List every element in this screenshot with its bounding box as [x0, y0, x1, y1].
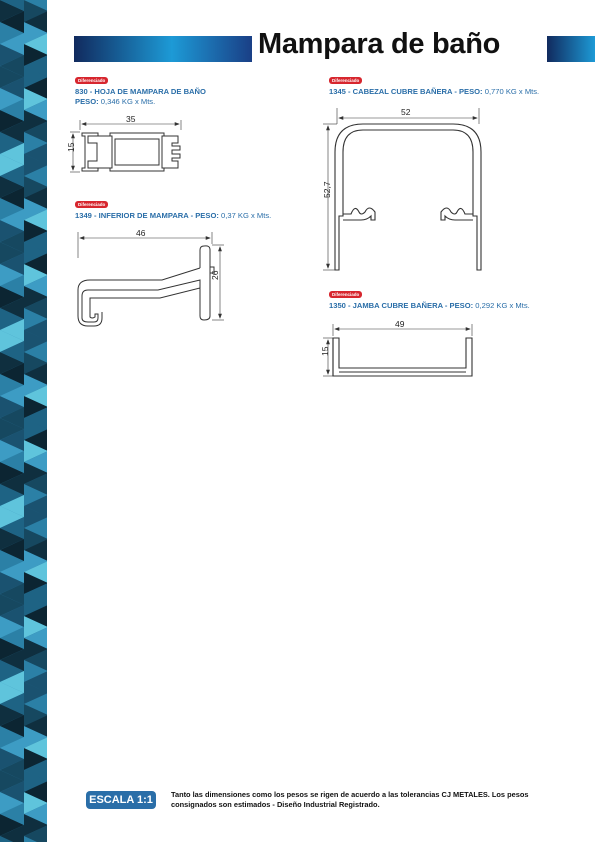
weight-value: 0,37 KG x Mts. — [221, 211, 272, 220]
dim-width: 52 — [401, 107, 411, 117]
profile-830-drawing: 35 15 — [66, 114, 182, 173]
profile-1350-title: 1350 - JAMBA CUBRE BAÑERA - PESO: 0,292 … — [329, 301, 530, 310]
weight-label: PESO: — [75, 97, 99, 106]
dim-width: 35 — [126, 114, 136, 124]
dim-width: 49 — [395, 319, 405, 329]
weight-value: 0,346 KG x Mts. — [100, 97, 156, 106]
header-bar-right — [547, 36, 595, 62]
dim-height: 26 — [210, 270, 220, 280]
profile-1350-drawing: 49 15 — [320, 319, 473, 377]
profile-1349-drawing: 46 26 — [77, 228, 224, 327]
scale-badge: ESCALA 1:1 — [86, 791, 156, 809]
dim-height: 15 — [66, 142, 76, 152]
dim-width: 46 — [136, 228, 146, 238]
profile-1349-title: 1349 - INFERIOR DE MAMPARA - PESO: 0,37 … — [75, 211, 271, 220]
dim-height: 15 — [320, 346, 330, 356]
profile-code: 1349 - INFERIOR DE MAMPARA - PESO: — [75, 211, 219, 220]
badge-diferenciado: Diferenciado — [329, 77, 363, 84]
profile-code: 1350 - JAMBA CUBRE BAÑERA - PESO: — [329, 301, 474, 310]
profile-code: 1345 - CABEZAL CUBRE BAÑERA - PESO: — [329, 87, 483, 96]
footer-note: Tanto las dimensiones como los pesos se … — [171, 790, 529, 809]
decorative-side-band — [0, 0, 49, 842]
profile-code: 830 - HOJA DE MAMPARA DE BAÑO — [75, 87, 206, 96]
weight-value: 0,770 KG x Mts. — [484, 87, 540, 96]
dim-height: 52,7 — [322, 181, 332, 198]
profile-830-title: 830 - HOJA DE MAMPARA DE BAÑO — [75, 87, 206, 96]
profile-830-weight: PESO: 0,346 KG x Mts. — [75, 97, 155, 106]
profile-1345-title: 1345 - CABEZAL CUBRE BAÑERA - PESO: 0,77… — [329, 87, 539, 96]
page-title: Mampara de baño — [258, 28, 501, 60]
badge-diferenciado: Diferenciado — [329, 291, 363, 298]
weight-value: 0,292 KG x Mts. — [475, 301, 530, 310]
badge-diferenciado: Diferenciado — [75, 77, 109, 84]
header-bar-left — [74, 36, 252, 62]
profile-1345-drawing: 52 52,7 — [322, 107, 482, 271]
badge-diferenciado: Diferenciado — [75, 201, 109, 208]
